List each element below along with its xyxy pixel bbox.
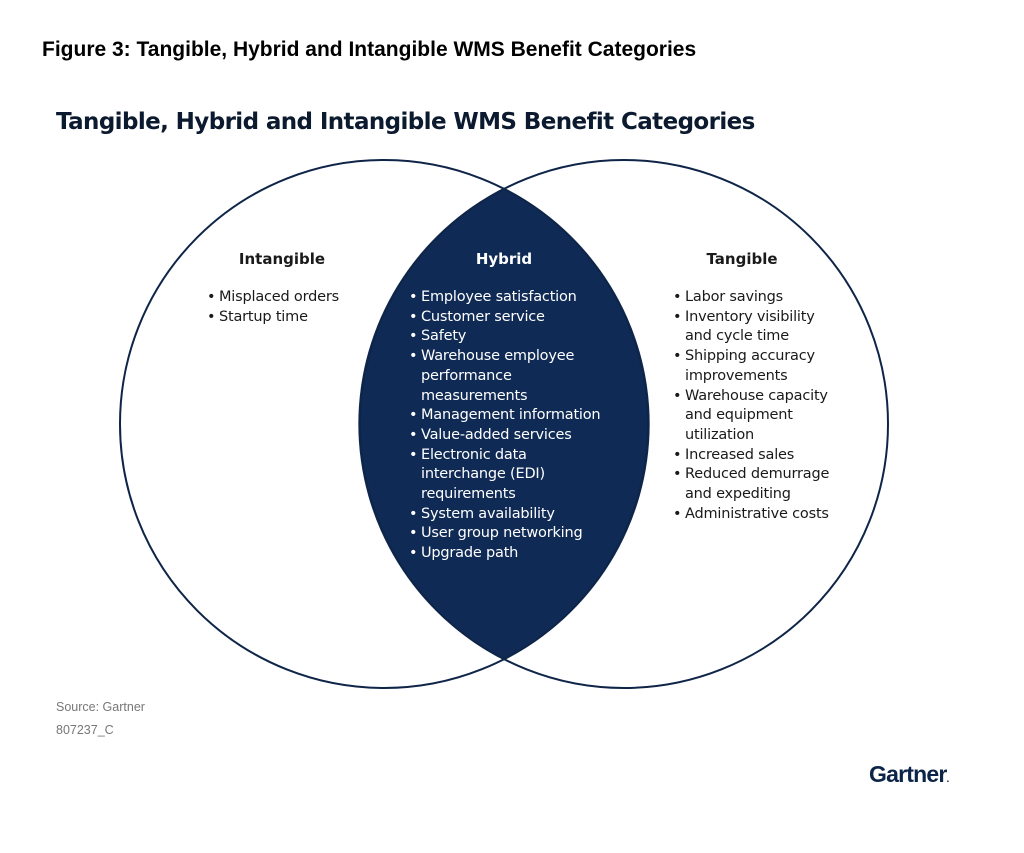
tangible-item: Increased sales bbox=[673, 446, 829, 466]
item-text: Warehouse employee bbox=[421, 348, 575, 365]
item-text: Customer service bbox=[421, 308, 545, 325]
logo-text: Gartner bbox=[869, 761, 947, 787]
hybrid-item: Safety bbox=[409, 327, 600, 347]
item-text: and equipment bbox=[685, 407, 793, 424]
tangible-item: Inventory visibility and cycle time bbox=[673, 308, 829, 347]
figure-title: Figure 3: Tangible, Hybrid and Intangibl… bbox=[42, 38, 697, 61]
item-text: Reduced demurrage bbox=[685, 466, 830, 483]
figure-code: 807237_C bbox=[56, 723, 114, 737]
item-text: Inventory visibility bbox=[685, 308, 815, 325]
hybrid-item: Management information bbox=[409, 406, 601, 426]
item-text: utilization bbox=[685, 426, 755, 443]
source-note: Source: Gartner bbox=[56, 700, 145, 714]
item-text: interchange (EDI) bbox=[421, 466, 545, 483]
item-text: Increased sales bbox=[685, 446, 795, 463]
gartner-logo: Gartner. bbox=[869, 761, 949, 787]
hybrid-item: Upgrade path bbox=[409, 544, 600, 564]
item-text: Shipping accuracy bbox=[685, 348, 815, 365]
item-text: System availability bbox=[421, 505, 555, 522]
tangible-item: Administrative costs bbox=[673, 505, 829, 525]
hybrid-item: Warehouse employee performance measurement… bbox=[409, 347, 600, 406]
hybrid-item: Employee satisfaction bbox=[409, 288, 600, 308]
hybrid-item: System availability bbox=[409, 505, 600, 525]
tangible-item: Reduced demurrage and expediting bbox=[673, 465, 829, 504]
item-text: Administrative costs bbox=[685, 505, 829, 522]
item-text: Misplaced orders bbox=[219, 289, 339, 305]
item-text: Management information bbox=[421, 407, 601, 424]
chart-title: Tangible, Hybrid and Intangible WMS Bene… bbox=[56, 109, 755, 135]
tangible-circle bbox=[359, 159, 889, 689]
hybrid-header: Hybrid bbox=[475, 250, 533, 268]
item-text: requirements bbox=[421, 486, 516, 503]
item-text: Startup time bbox=[219, 308, 308, 325]
item-text: and cycle time bbox=[685, 328, 789, 345]
intangible-item: Startup time bbox=[207, 308, 339, 328]
intangible-item: Misplaced orders bbox=[207, 288, 339, 308]
item-text: performance bbox=[421, 367, 512, 384]
tangible-item: Warehouse capacity and equipment utilizati… bbox=[673, 387, 829, 446]
item-text: Warehouse capacity bbox=[685, 387, 828, 404]
item-text: Electronic data bbox=[421, 446, 527, 463]
intangible-list: Misplaced ordersStartup time bbox=[207, 288, 339, 327]
item-text: Value-added services bbox=[421, 426, 572, 443]
item-text: and expediting bbox=[685, 486, 791, 503]
item-text: measurements bbox=[421, 387, 528, 404]
hybrid-list: Employee satisfactionCustomer serviceSaf… bbox=[409, 288, 601, 564]
item-text: Upgrade path bbox=[421, 545, 519, 562]
item-text: Labor savings bbox=[685, 289, 784, 305]
hybrid-item: User group networking bbox=[409, 524, 600, 544]
item-text: improvements bbox=[685, 367, 788, 384]
hybrid-item: Customer service bbox=[409, 308, 600, 328]
hybrid-item: Value-added services bbox=[409, 426, 600, 446]
tangible-header: Tangible bbox=[706, 250, 778, 268]
item-text: User group networking bbox=[421, 525, 583, 542]
tangible-item: Labor savings bbox=[673, 288, 829, 308]
tangible-list: Labor savingsInventory visibility and cyc… bbox=[673, 288, 829, 524]
tangible-item: Shipping accuracy improvements bbox=[673, 347, 829, 386]
item-text: Employee satisfaction bbox=[421, 289, 577, 305]
item-text: Safety bbox=[421, 328, 467, 345]
hybrid-item: Electronic data interchange (EDI) requirem… bbox=[409, 446, 600, 505]
intangible-circle bbox=[119, 159, 649, 689]
intangible-header: Intangible bbox=[238, 250, 326, 268]
